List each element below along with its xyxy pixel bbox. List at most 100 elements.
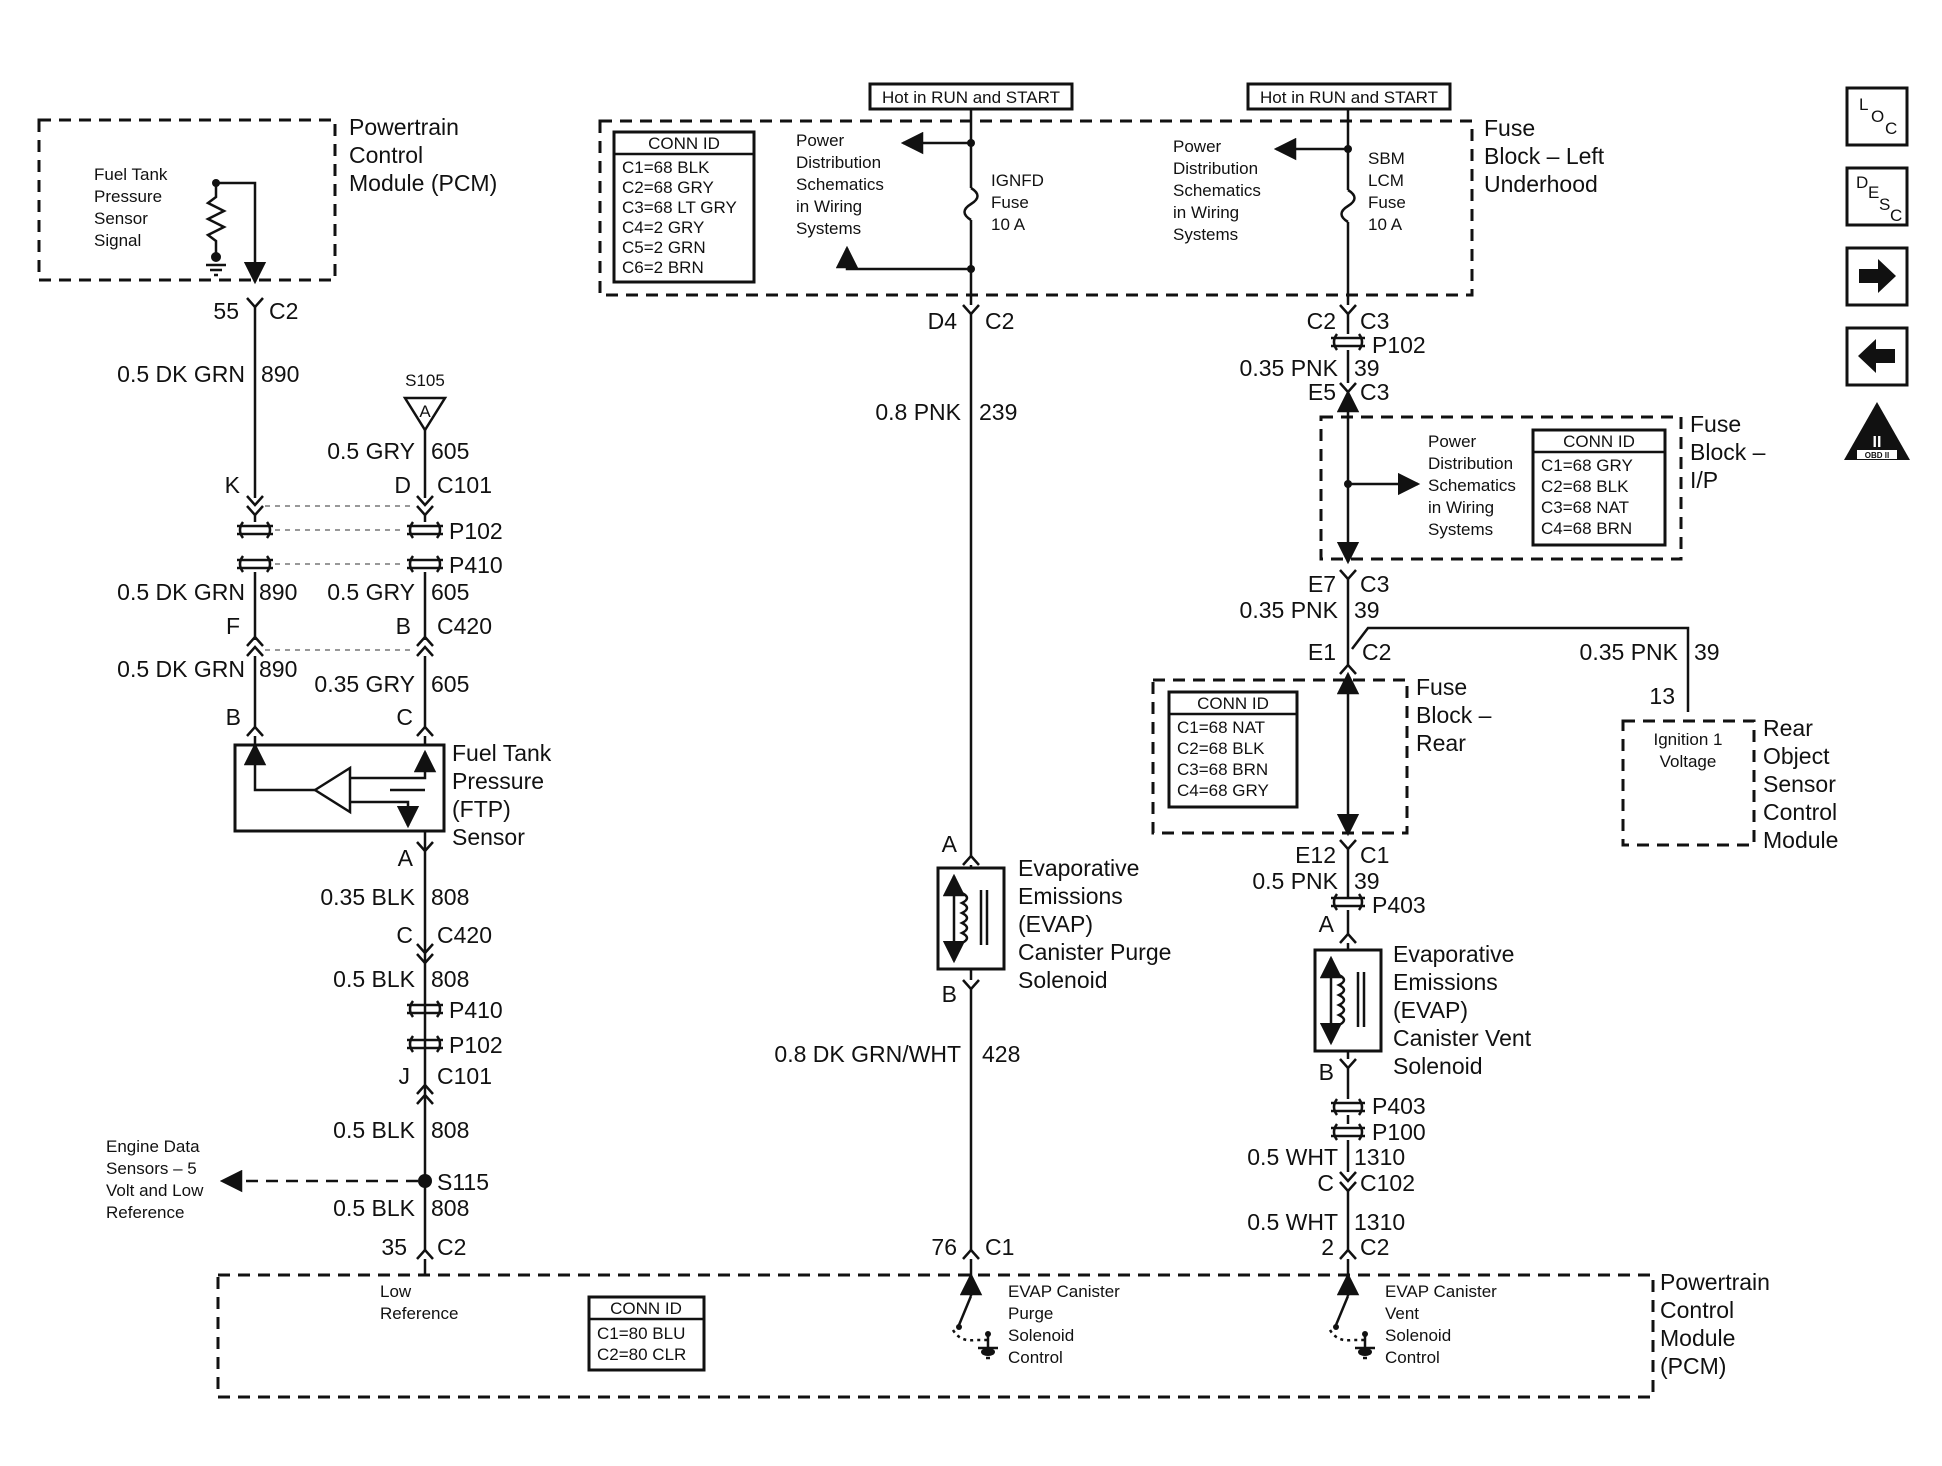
svg-text:Fuse: Fuse <box>1690 411 1741 437</box>
svg-text:Module: Module <box>1763 827 1838 853</box>
svg-text:808: 808 <box>431 966 469 992</box>
svg-text:C: C <box>1885 119 1897 138</box>
svg-text:C2: C2 <box>1360 1234 1389 1260</box>
svg-text:808: 808 <box>431 1195 469 1221</box>
svg-text:S: S <box>1879 195 1890 214</box>
svg-text:808: 808 <box>431 1117 469 1143</box>
svg-text:0.35 GRY: 0.35 GRY <box>314 671 415 697</box>
loc-button[interactable]: L O C <box>1845 86 1909 147</box>
svg-text:C4=2 GRY: C4=2 GRY <box>622 218 704 237</box>
fuse-block-ip-title: Fuse Block – I/P <box>1690 411 1766 493</box>
svg-text:Fuel Tank: Fuel Tank <box>452 740 552 766</box>
svg-text:A: A <box>419 402 431 421</box>
svg-text:Systems: Systems <box>1173 225 1238 244</box>
svg-text:Pressure: Pressure <box>94 187 162 206</box>
svg-text:B: B <box>1319 1059 1334 1085</box>
svg-text:J: J <box>399 1063 411 1089</box>
svg-text:S105: S105 <box>405 371 445 390</box>
conn-id-rear: CONN ID C1=68 NAT C2=68 BLK C3=68 BRN C4… <box>1167 690 1299 809</box>
fuse-block-underhood-title: Fuse Block – Left Underhood <box>1484 115 1605 197</box>
svg-text:B: B <box>226 704 241 730</box>
evap-vent-solenoid-label: Evaporative Emissions (EVAP) Canister Ve… <box>1393 941 1532 1079</box>
svg-text:C1: C1 <box>1360 842 1389 868</box>
svg-text:P102: P102 <box>449 1032 503 1058</box>
svg-text:Emissions: Emissions <box>1393 969 1498 995</box>
fuse-block-rear-title: Fuse Block – Rear <box>1416 674 1492 756</box>
svg-text:P102: P102 <box>1372 332 1426 358</box>
vent-control-label: EVAP Canister Vent Solenoid Control <box>1385 1282 1497 1367</box>
svg-text:C2=80 CLR: C2=80 CLR <box>597 1345 686 1364</box>
svg-text:Object: Object <box>1763 743 1830 769</box>
svg-text:SBM: SBM <box>1368 149 1405 168</box>
svg-text:0.5 DK GRN: 0.5 DK GRN <box>117 579 245 605</box>
svg-text:Solenoid: Solenoid <box>1018 967 1108 993</box>
svg-text:C2=68 BLK: C2=68 BLK <box>1177 739 1265 758</box>
svg-text:P403: P403 <box>1372 1093 1426 1119</box>
pcm-top-title: Powertrain Control Module (PCM) <box>349 114 497 196</box>
svg-text:Power: Power <box>1173 137 1222 156</box>
svg-text:E12: E12 <box>1295 842 1336 868</box>
svg-text:Rear: Rear <box>1763 715 1813 741</box>
svg-text:(EVAP): (EVAP) <box>1018 911 1093 937</box>
svg-text:39: 39 <box>1694 639 1720 665</box>
svg-text:Module (PCM): Module (PCM) <box>349 170 497 196</box>
svg-text:K: K <box>225 472 241 498</box>
svg-text:1310: 1310 <box>1354 1144 1405 1170</box>
rear-object-sensor-box <box>1621 719 1756 847</box>
svg-text:239: 239 <box>979 399 1017 425</box>
desc-button[interactable]: D E S C <box>1845 166 1909 227</box>
svg-text:Fuel Tank: Fuel Tank <box>94 165 168 184</box>
svg-text:in Wiring: in Wiring <box>1428 498 1494 517</box>
svg-text:P102: P102 <box>449 518 503 544</box>
svg-text:C102: C102 <box>1360 1170 1415 1196</box>
svg-text:P410: P410 <box>449 552 503 578</box>
svg-text:LCM: LCM <box>1368 171 1404 190</box>
svg-text:Control: Control <box>349 142 423 168</box>
svg-text:35: 35 <box>381 1234 407 1260</box>
svg-text:808: 808 <box>431 884 469 910</box>
svg-text:0.5 DK GRN: 0.5 DK GRN <box>117 361 245 387</box>
svg-text:Hot in RUN and START: Hot in RUN and START <box>1260 88 1438 107</box>
svg-text:IGNFD: IGNFD <box>991 171 1044 190</box>
pcm-bottom-title: Powertrain Control Module (PCM) <box>1660 1269 1770 1379</box>
svg-text:0.8 DK GRN/WHT: 0.8 DK GRN/WHT <box>774 1041 961 1067</box>
splice-s105-icon <box>402 396 448 433</box>
resistor-icon <box>205 183 227 255</box>
prev-arrow-button[interactable] <box>1845 326 1909 387</box>
svg-text:428: 428 <box>982 1041 1020 1067</box>
svg-text:Block –: Block – <box>1690 439 1766 465</box>
vent-control-switch <box>1328 1272 1375 1360</box>
svg-text:P403: P403 <box>1372 892 1426 918</box>
svg-text:890: 890 <box>261 361 299 387</box>
svg-text:A: A <box>1319 911 1335 937</box>
svg-text:0.8 PNK: 0.8 PNK <box>875 399 961 425</box>
right-circuit: C2 C3 P102 0.35 PNK 39 E5 C3 Fuse Block … <box>1151 304 1838 1275</box>
next-arrow-button[interactable] <box>1845 246 1909 307</box>
svg-text:E1: E1 <box>1308 639 1336 665</box>
svg-text:L: L <box>1859 95 1868 114</box>
svg-text:P410: P410 <box>449 997 503 1023</box>
svg-text:E: E <box>1868 183 1879 202</box>
engine-data-sensors-label: Engine Data Sensors – 5 Volt and Low Ref… <box>106 1137 204 1222</box>
svg-text:S115: S115 <box>437 1169 489 1195</box>
svg-text:Ignition 1: Ignition 1 <box>1654 730 1723 749</box>
svg-text:Evaporative: Evaporative <box>1393 941 1514 967</box>
svg-text:Powertrain: Powertrain <box>1660 1269 1770 1295</box>
svg-text:C2: C2 <box>985 308 1014 334</box>
conn-id-ip: CONN ID C1=68 GRY C2=68 BLK C3=68 NAT C4… <box>1531 428 1667 547</box>
svg-text:Voltage: Voltage <box>1660 752 1717 771</box>
pcm-top-box <box>37 118 337 282</box>
obd-ii-button[interactable]: II OBD II <box>1844 402 1910 460</box>
evap-purge-solenoid-label: Evaporative Emissions (EVAP) Canister Pu… <box>1018 855 1171 993</box>
left-arrow-icon <box>1858 339 1895 373</box>
svg-text:Block – Left: Block – Left <box>1484 143 1605 169</box>
svg-text:0.5 DK GRN: 0.5 DK GRN <box>117 656 245 682</box>
svg-text:Systems: Systems <box>1428 520 1493 539</box>
svg-text:Hot in RUN and START: Hot in RUN and START <box>882 88 1060 107</box>
ftp-sensor-box <box>233 743 446 833</box>
svg-text:C5=2 GRN: C5=2 GRN <box>622 238 706 257</box>
svg-text:Control: Control <box>1660 1297 1734 1323</box>
svg-text:C1=68 BLK: C1=68 BLK <box>622 158 710 177</box>
pds-label-1: Power Distribution Schematics in Wiring … <box>796 131 884 238</box>
